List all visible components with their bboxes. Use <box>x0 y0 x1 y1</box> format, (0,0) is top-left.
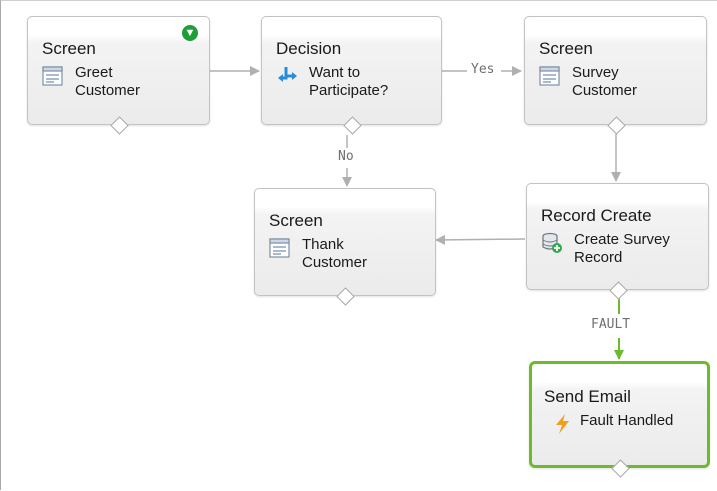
node-type-label: Record Create <box>541 206 652 225</box>
node-type-label: Send Email <box>544 387 631 406</box>
node-label: Survey Customer <box>572 64 638 99</box>
connector-label-fault: FAULT <box>589 317 633 332</box>
connector-label-no: No <box>336 149 356 164</box>
flow-node-thank-customer[interactable]: Screen Thank Customer <box>254 188 436 306</box>
connector-label-yes: Yes <box>469 62 497 77</box>
node-label: Fault Handled <box>580 412 674 429</box>
node-type-label: Screen <box>539 39 593 58</box>
node-type-label: Screen <box>42 39 96 58</box>
flow-node-decision[interactable]: Decision Want to Participate? <box>261 16 442 135</box>
start-element-icon[interactable]: ▼ <box>182 25 198 41</box>
screen-icon <box>539 66 560 86</box>
flow-node-greet-customer[interactable]: Screen Greet Customer ▼ <box>27 16 210 135</box>
flow-node-record-create[interactable]: Record Create Create Survey Record <box>526 183 709 300</box>
flow-node-send-email[interactable]: Send Email Fault Handled <box>529 361 710 478</box>
decision-icon <box>278 67 297 82</box>
record-create-icon <box>542 232 562 253</box>
node-label: Want to Participate? <box>309 64 389 99</box>
node-type-label: Screen <box>269 211 323 230</box>
node-label: Greet Customer <box>75 64 141 99</box>
screen-icon <box>42 66 63 86</box>
flow-node-survey-customer[interactable]: Screen Survey Customer <box>524 16 707 135</box>
screen-icon <box>269 238 290 258</box>
lightning-icon <box>556 414 569 434</box>
node-type-label: Decision <box>276 39 342 58</box>
node-label: Thank Customer <box>302 236 368 271</box>
connector-record-to-thank[interactable] <box>435 234 526 245</box>
node-label: Create Survey Record <box>574 231 670 266</box>
